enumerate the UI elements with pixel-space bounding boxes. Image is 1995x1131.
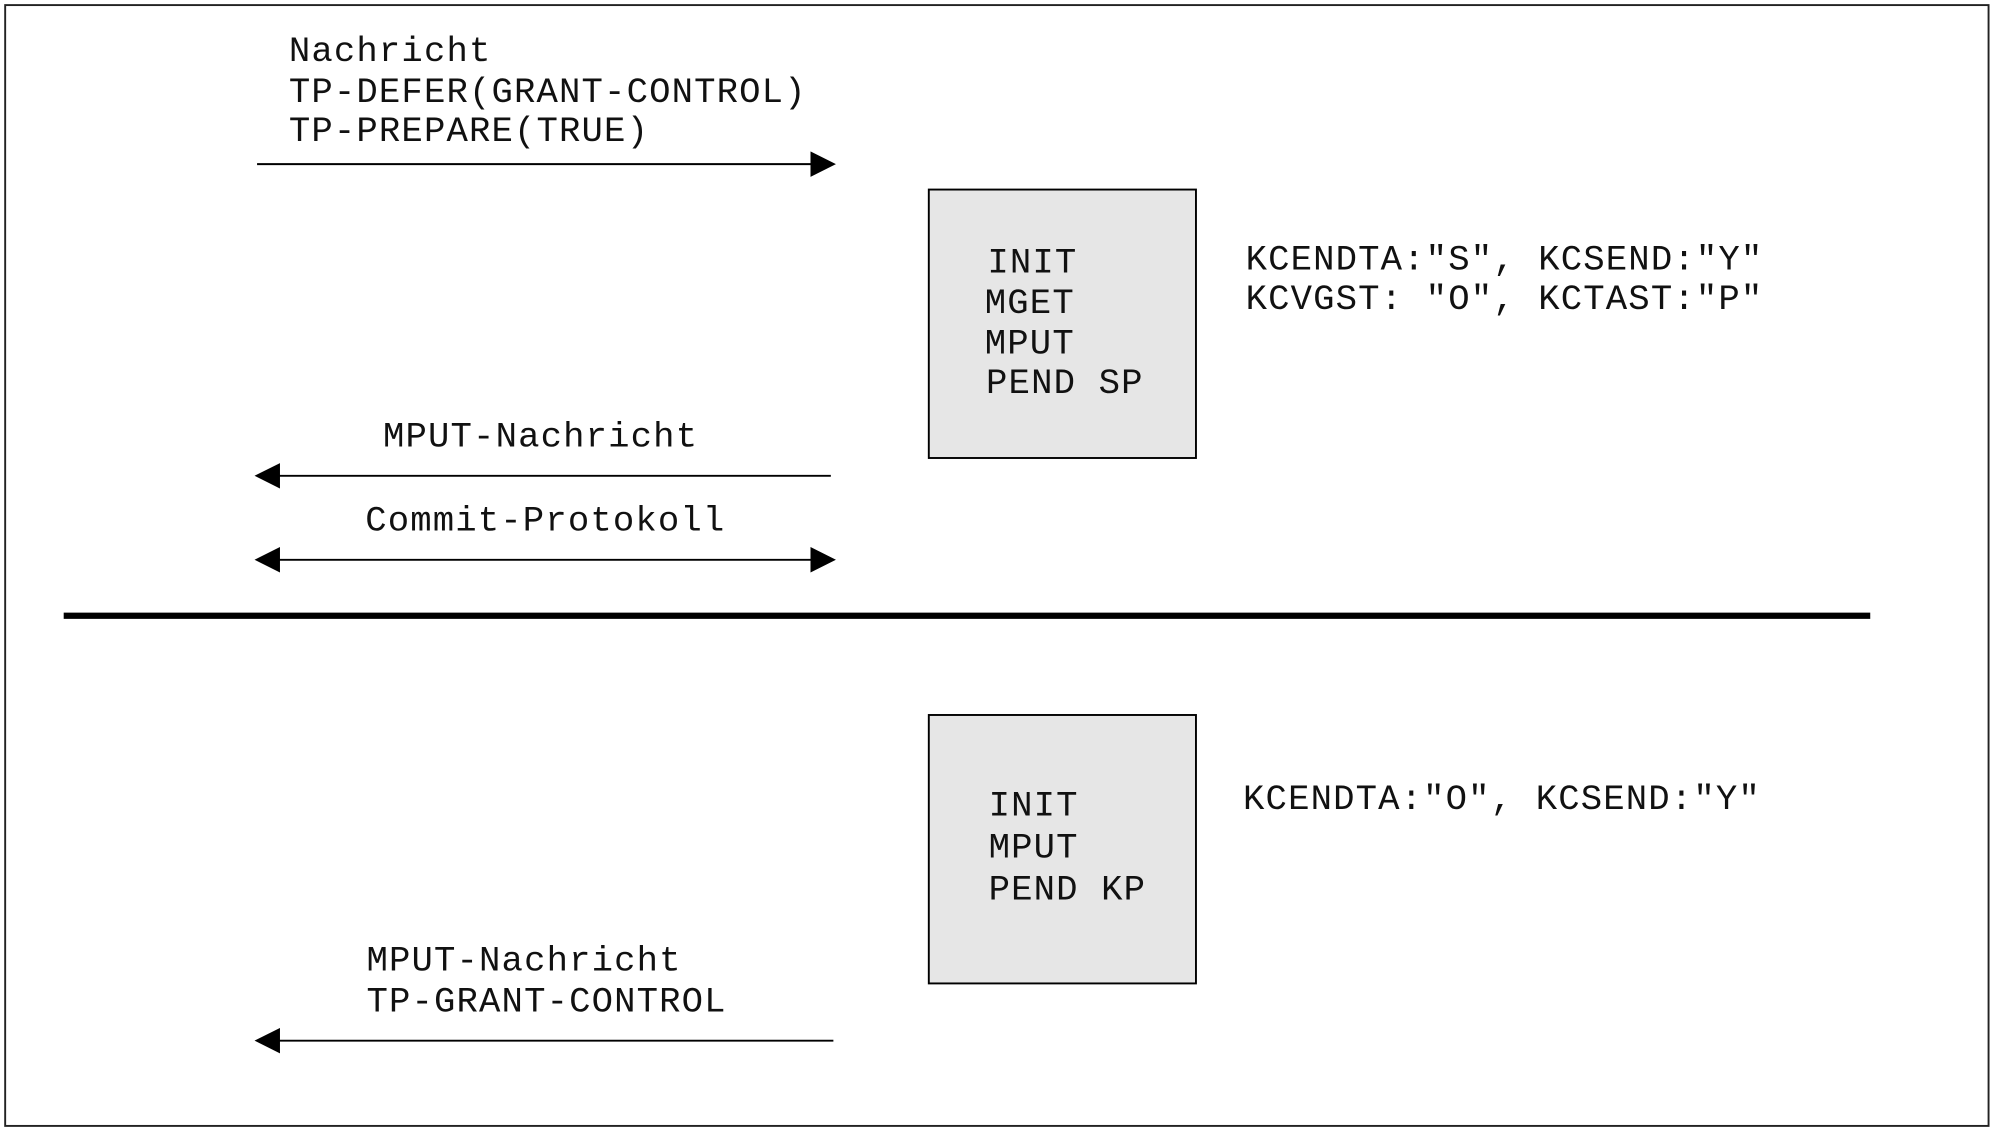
- program-box-line: MGET: [985, 283, 1075, 324]
- incoming-message-line: Nachricht: [289, 31, 492, 72]
- outgoing-message-line: MPUT-Nachricht: [366, 941, 681, 982]
- outgoing-message-label: MPUT-Nachricht: [383, 417, 698, 458]
- program-box-line: MPUT: [985, 324, 1075, 365]
- outgoing-message-line: TP-GRANT-CONTROL: [366, 981, 726, 1022]
- status-fields-line: KCENDTA:"S", KCSEND:"Y": [1246, 240, 1764, 281]
- program-box-line: PEND SP: [986, 363, 1144, 404]
- incoming-message-line: TP-PREPARE(TRUE): [289, 111, 649, 152]
- program-box-line: PEND KP: [989, 869, 1147, 910]
- status-fields-line: KCVGST: "O", KCTAST:"P": [1246, 279, 1764, 320]
- program-box-bottom: [927, 714, 1197, 985]
- program-box-top: [927, 188, 1197, 459]
- incoming-message-line: TP-DEFER(GRANT-CONTROL): [289, 72, 807, 113]
- commit-protocol-label: Commit-Protokoll: [365, 501, 725, 542]
- program-box-line: MPUT: [989, 827, 1079, 868]
- program-box-line: INIT: [989, 785, 1079, 826]
- status-fields-line: KCENDTA:"O", KCSEND:"Y": [1243, 779, 1761, 820]
- program-box-line: INIT: [987, 242, 1077, 283]
